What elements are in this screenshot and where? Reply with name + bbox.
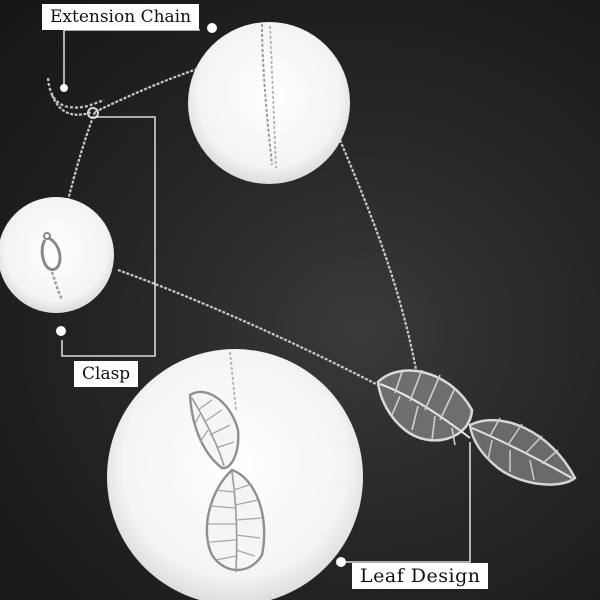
callout-dots — [56, 23, 346, 567]
leaf-design-label: Leaf Design — [352, 563, 489, 589]
leaf-pendant-large — [376, 369, 474, 446]
clasp-label: Clasp — [74, 361, 139, 387]
jump-ring — [87, 107, 99, 119]
extension-chain-label: Extension Chain — [42, 4, 200, 30]
leaf-pendant-small — [468, 417, 577, 486]
extension-chain — [46, 77, 105, 109]
extension-chain-zoom-circle — [188, 22, 350, 184]
callout-guide-lines — [61, 29, 471, 563]
clasp-zoom-circle — [0, 197, 114, 313]
leaf-design-zoom-circle — [107, 349, 363, 600]
